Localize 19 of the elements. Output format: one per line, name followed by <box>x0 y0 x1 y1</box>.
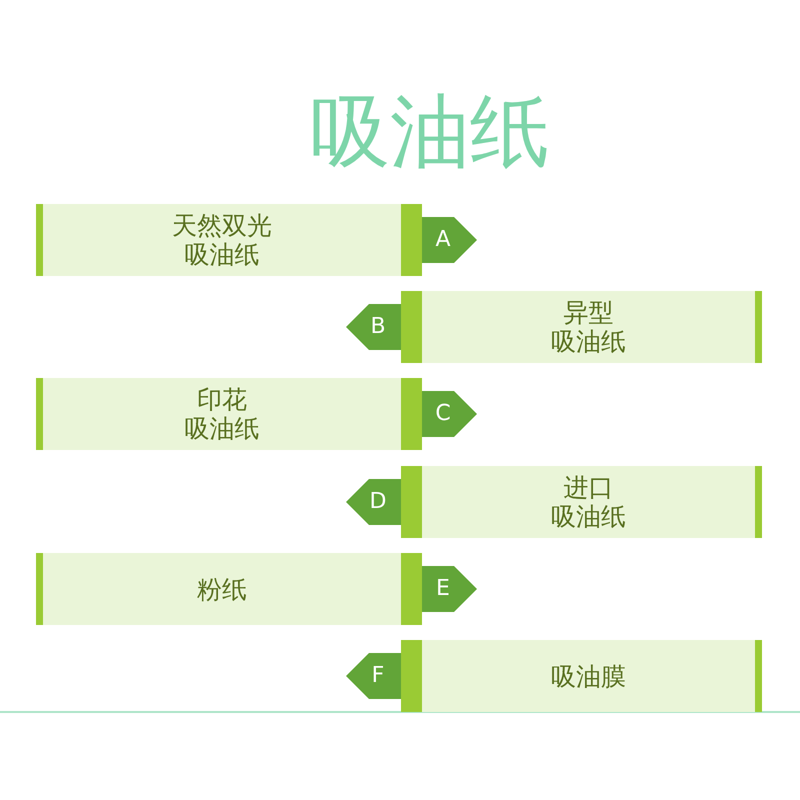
tag-letter: B <box>369 316 387 338</box>
title: 吸油纸 <box>309 84 551 180</box>
tag-letter: D <box>368 491 388 513</box>
tag-letter: E <box>435 578 451 600</box>
label-band <box>401 466 762 538</box>
band-text: 印花吸油纸 <box>184 385 260 443</box>
band-text: 异型吸油纸 <box>551 298 626 356</box>
label-band <box>36 204 422 276</box>
label-band <box>401 291 762 363</box>
band-text: 粉纸 <box>197 574 247 604</box>
tag-letter: A <box>434 229 452 251</box>
band-text: 进口吸油纸 <box>551 473 626 531</box>
label-band <box>401 640 762 712</box>
band-text: 天然双光吸油纸 <box>172 211 272 269</box>
label-band <box>36 553 422 625</box>
label-band <box>36 378 422 450</box>
tag-letter: C <box>434 403 452 425</box>
tag-letter: F <box>370 665 386 687</box>
band-text: 吸油膜 <box>551 662 626 690</box>
